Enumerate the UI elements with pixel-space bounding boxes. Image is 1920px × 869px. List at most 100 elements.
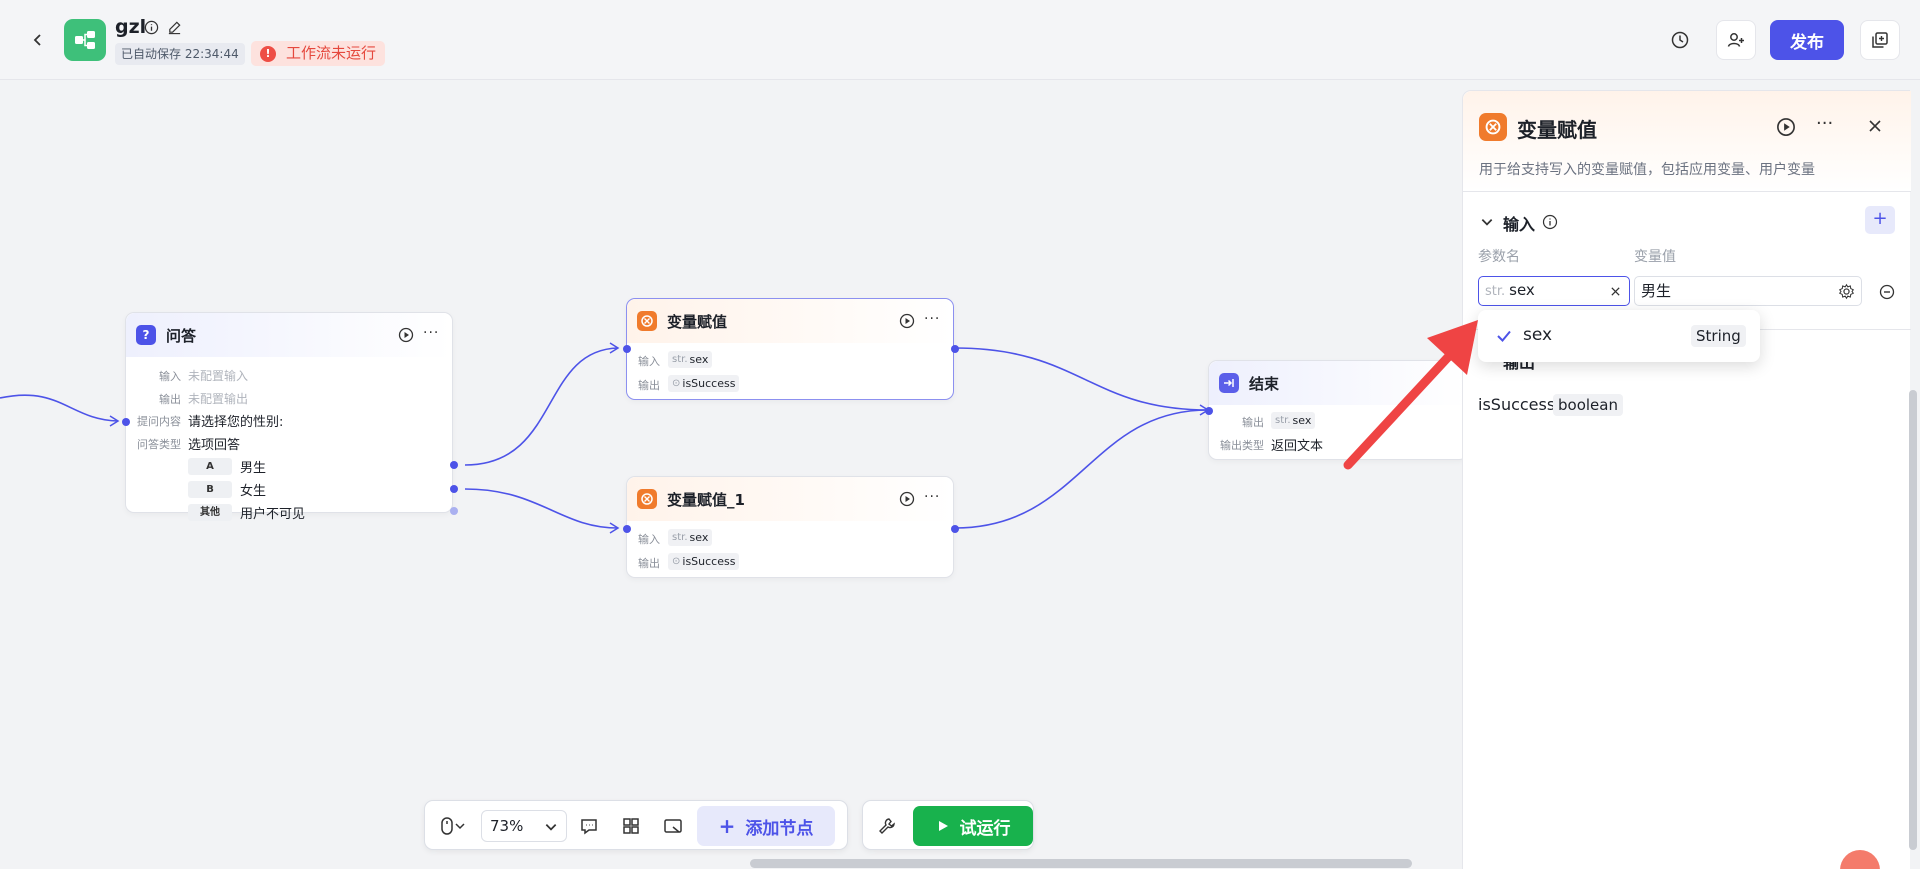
edge-assign1-end xyxy=(954,347,1209,411)
run-node-icon[interactable] xyxy=(899,491,915,507)
node-qa[interactable]: ? 问答 ··· 输入 未配置输入 输出 未配置输出 提问内容 请选择您的性别:… xyxy=(122,312,458,522)
zoom-select[interactable]: 73% xyxy=(481,810,567,842)
chevron-down-icon[interactable] xyxy=(1480,215,1494,229)
output-port[interactable] xyxy=(450,461,458,469)
vertical-scrollbar[interactable] xyxy=(1909,390,1917,850)
info-icon[interactable] xyxy=(1542,214,1558,230)
wrench-icon[interactable] xyxy=(875,814,899,838)
variable-chip: ⊙isSuccess xyxy=(668,375,740,392)
dropdown-option-label[interactable]: sex xyxy=(1523,325,1553,345)
option-key: 其他 xyxy=(188,504,232,521)
play-icon xyxy=(938,821,948,831)
horizontal-scrollbar[interactable] xyxy=(750,859,1412,868)
variable-chip: ⊙isSuccess xyxy=(668,553,740,570)
more-icon[interactable]: ··· xyxy=(924,311,941,327)
option-label: 用户不可见 xyxy=(240,507,306,522)
output-port[interactable] xyxy=(450,507,458,515)
alert-icon: ! xyxy=(260,45,276,62)
settings-icon[interactable] xyxy=(1838,283,1855,300)
top-header: gzl 已自动保存 22:34:44 ! 工作流未运行 发布 xyxy=(0,0,1920,80)
edge-qa-assign1 xyxy=(464,347,619,466)
canvas-toolbar: 73% + 添加节点 xyxy=(424,800,848,850)
more-icon[interactable]: ··· xyxy=(1816,113,1834,134)
run-node-icon[interactable] xyxy=(1776,117,1796,137)
panel-description: 用于给支持写入的变量赋值，包括应用变量、用户变量 xyxy=(1479,162,1815,178)
copy-button[interactable] xyxy=(1860,20,1900,60)
app-name: gzl xyxy=(115,16,147,38)
output-variable-type: boolean xyxy=(1553,394,1623,416)
add-node-button[interactable]: + 添加节点 xyxy=(697,806,835,846)
option-label: 男生 xyxy=(240,461,267,476)
input-port[interactable] xyxy=(623,345,631,353)
node-title: 问答 xyxy=(166,327,197,345)
node-title: 变量赋值 xyxy=(667,313,728,331)
run-node-icon[interactable] xyxy=(899,313,915,329)
dropdown-option-type: String xyxy=(1691,325,1746,347)
input-section-title: 输入 xyxy=(1503,215,1536,234)
history-icon xyxy=(1671,31,1689,49)
remove-icon[interactable] xyxy=(1879,284,1895,300)
chevron-left-icon xyxy=(33,34,41,46)
back-button[interactable] xyxy=(26,28,50,52)
autosave-status: 已自动保存 22:34:44 xyxy=(115,43,245,65)
edit-icon[interactable] xyxy=(166,19,182,35)
workflow-status-badge: ! 工作流未运行 xyxy=(251,41,386,66)
node-variable-assign[interactable]: 变量赋值 ··· 输入 str.sex 输出 ⊙isSuccess xyxy=(623,298,959,400)
node-title: 变量赋值_1 xyxy=(667,491,745,509)
assistant-avatar[interactable] xyxy=(1840,850,1880,869)
add-user-icon xyxy=(1727,33,1744,47)
annotation-arrow-icon xyxy=(1343,320,1478,470)
input-port[interactable] xyxy=(122,418,130,426)
input-port[interactable] xyxy=(1205,407,1213,415)
variable-chip: str.sex xyxy=(668,529,713,546)
plus-icon: + xyxy=(718,814,736,838)
publish-button[interactable]: 发布 xyxy=(1770,20,1844,60)
variable-value-input[interactable]: 男生 xyxy=(1634,276,1862,306)
workflow-icon xyxy=(75,31,95,49)
variable-icon xyxy=(1479,113,1507,141)
close-icon[interactable] xyxy=(1867,118,1883,134)
output-variable-name: isSuccess xyxy=(1478,395,1556,414)
clear-icon[interactable] xyxy=(1610,286,1621,297)
param-name-header: 参数名 xyxy=(1478,249,1520,265)
option-key: B xyxy=(188,481,232,498)
edge-qa-assign2 xyxy=(464,488,619,529)
add-variable-button[interactable]: + xyxy=(1865,206,1895,234)
collaborators-button[interactable] xyxy=(1716,20,1756,60)
variable-icon xyxy=(637,489,657,509)
option-label: 女生 xyxy=(240,484,267,499)
test-run-button[interactable]: 试运行 xyxy=(913,806,1033,846)
edge-assign2-end xyxy=(954,409,1209,529)
param-name-select[interactable]: str.sex xyxy=(1478,276,1630,306)
question-icon: ? xyxy=(136,325,156,345)
minimap-icon[interactable] xyxy=(661,814,685,838)
layout-icon[interactable] xyxy=(619,814,643,838)
copy-icon xyxy=(1872,32,1888,48)
value-header: 变量值 xyxy=(1634,249,1676,265)
option-key: A xyxy=(188,458,232,475)
variable-chip: str.sex xyxy=(1271,412,1316,429)
check-icon xyxy=(1497,330,1511,342)
output-port[interactable] xyxy=(450,485,458,493)
panel-title: 变量赋值 xyxy=(1517,118,1597,142)
chevron-down-icon xyxy=(545,824,557,831)
history-button[interactable] xyxy=(1660,20,1700,60)
run-toolbar: 试运行 xyxy=(862,800,1034,850)
info-icon[interactable] xyxy=(143,19,159,35)
edge-start-qa xyxy=(0,394,119,422)
comment-icon[interactable] xyxy=(577,814,601,838)
node-variable-assign-1[interactable]: 变量赋值_1 ··· 输入 str.sex 输出 ⊙isSuccess xyxy=(623,476,959,578)
node-title: 结束 xyxy=(1249,375,1280,393)
workflow-canvas[interactable]: ? 问答 ··· 输入 未配置输入 输出 未配置输出 提问内容 请选择您的性别:… xyxy=(0,80,1462,869)
run-node-icon[interactable] xyxy=(398,327,414,343)
exit-icon xyxy=(1219,373,1239,393)
more-icon[interactable]: ··· xyxy=(924,489,941,505)
input-port[interactable] xyxy=(623,525,631,533)
output-port[interactable] xyxy=(951,345,959,353)
mouse-mode-icon[interactable] xyxy=(435,814,459,838)
output-port[interactable] xyxy=(951,525,959,533)
more-icon[interactable]: ··· xyxy=(423,325,440,341)
chevron-down-icon[interactable] xyxy=(453,814,467,838)
app-logo xyxy=(64,19,106,61)
variable-chip: str.sex xyxy=(668,351,713,368)
